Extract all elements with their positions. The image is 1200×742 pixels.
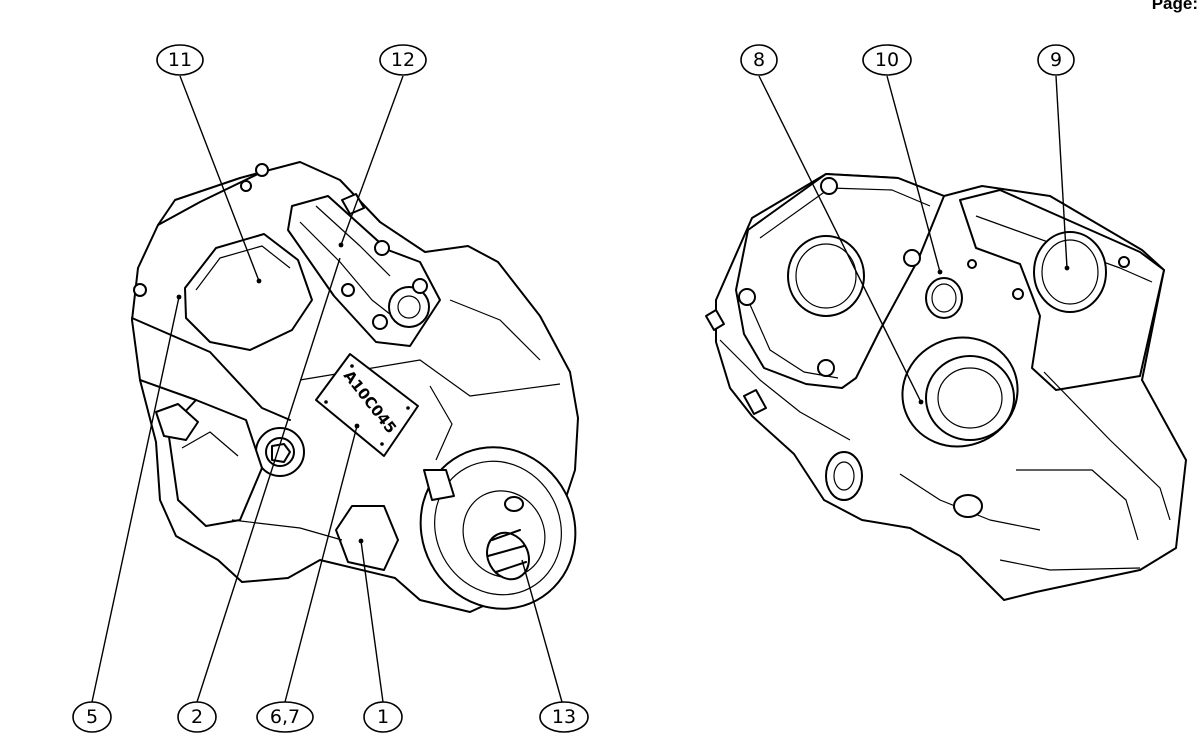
balloon-6-7: 6,7 xyxy=(256,701,314,733)
svg-text:9: 9 xyxy=(1050,49,1062,71)
svg-text:2: 2 xyxy=(191,706,203,728)
svg-text:1: 1 xyxy=(377,706,389,728)
balloon-11: 11 xyxy=(156,44,204,76)
svg-text:6,7: 6,7 xyxy=(270,706,300,728)
balloon-1: 1 xyxy=(363,701,403,733)
balloon-5: 5 xyxy=(72,701,112,733)
pump-left-view: A10C045 xyxy=(131,161,579,613)
svg-text:12: 12 xyxy=(391,49,415,71)
balloon-10: 10 xyxy=(862,44,912,76)
svg-text:10: 10 xyxy=(875,49,899,71)
svg-text:8: 8 xyxy=(753,49,765,71)
balloon-8: 8 xyxy=(740,44,778,76)
leader-lines-left xyxy=(91,75,563,703)
svg-text:11: 11 xyxy=(168,49,192,71)
leader-lines-right xyxy=(758,75,1068,403)
balloon-13: 13 xyxy=(539,701,589,733)
svg-text:13: 13 xyxy=(552,706,576,728)
pump-right-view xyxy=(705,173,1187,601)
svg-text:5: 5 xyxy=(86,706,98,728)
balloon-2: 2 xyxy=(177,701,217,733)
balloon-12: 12 xyxy=(379,44,427,76)
balloon-9: 9 xyxy=(1037,44,1075,76)
page-label: Page: xyxy=(1151,0,1198,13)
